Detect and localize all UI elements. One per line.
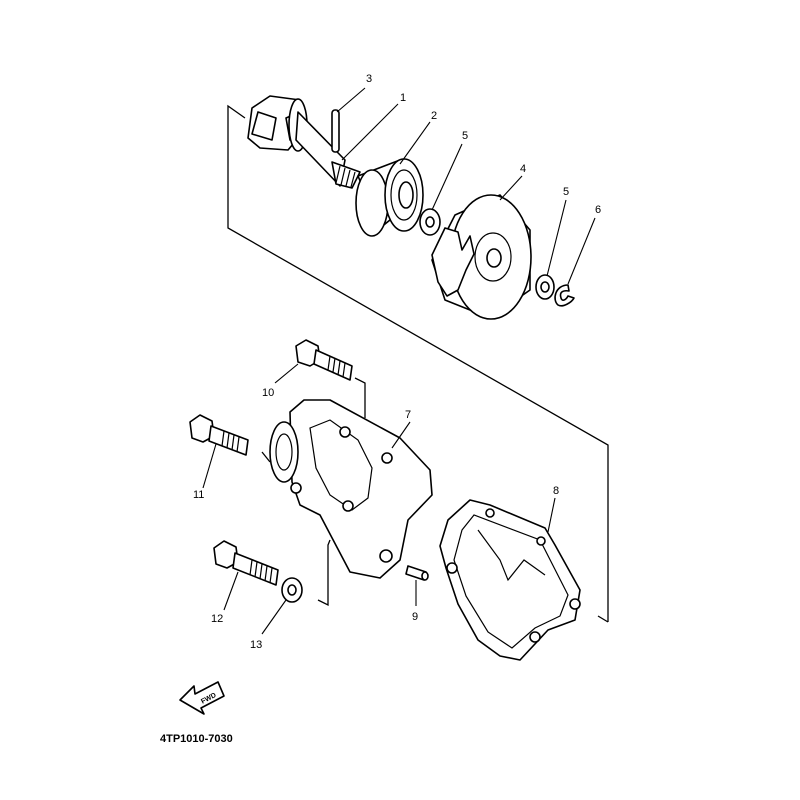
washer-part-5-upper — [419, 208, 441, 236]
impeller-shaft-part-1 — [247, 95, 361, 189]
reference-code: 4TP1010-7030 — [160, 733, 233, 745]
callout-6: 6 — [595, 204, 601, 216]
callout-9: 9 — [412, 611, 418, 623]
callout-2: 2 — [431, 110, 437, 122]
washer-part-13 — [281, 577, 303, 603]
bolt-part-11 — [189, 414, 249, 456]
callout-1: 1 — [400, 92, 406, 104]
circlip-part-6 — [554, 284, 575, 307]
callout-10: 10 — [262, 387, 274, 399]
callout-11: 11 — [193, 489, 204, 501]
callout-labels: 3 1 2 5 4 5 6 7 8 9 10 11 12 13 — [193, 73, 601, 651]
pump-housing-part-7 — [269, 399, 433, 579]
callout-5-lower: 5 — [563, 186, 569, 198]
bearing-part-2 — [355, 158, 424, 237]
bolt-part-10 — [295, 339, 353, 381]
gear-part-4 — [431, 194, 532, 320]
fwd-arrow-icon: FWD — [179, 681, 225, 715]
gasket-part-8 — [439, 499, 581, 661]
callout-4: 4 — [520, 163, 526, 175]
callout-7: 7 — [405, 409, 411, 421]
pin-part-3 — [331, 109, 340, 153]
callout-5-upper: 5 — [462, 130, 468, 142]
callout-3: 3 — [366, 73, 372, 85]
washer-part-5-lower — [535, 274, 555, 300]
dowel-pin-part-9 — [405, 565, 429, 581]
callout-13: 13 — [250, 639, 262, 651]
bolt-part-12 — [213, 540, 279, 586]
assembly-frame-lines — [227, 104, 609, 623]
leader-lines — [202, 87, 596, 635]
callout-8: 8 — [553, 485, 559, 497]
callout-12: 12 — [211, 613, 223, 625]
